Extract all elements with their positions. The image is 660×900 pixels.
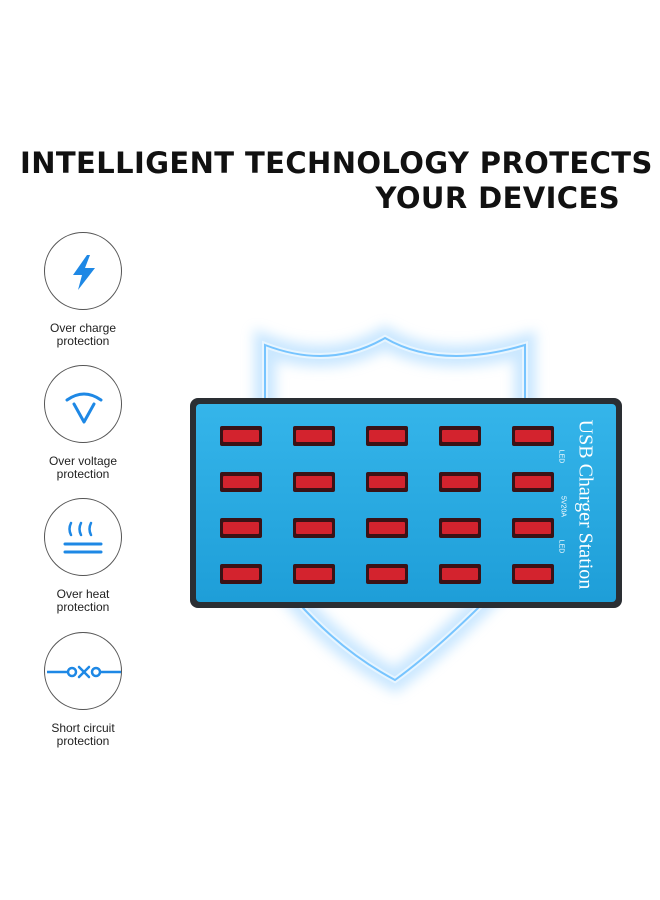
feature-over-voltage: Over voltage protection [38, 365, 128, 481]
usb-port-tongue [369, 568, 405, 580]
feature-circle [44, 365, 122, 443]
feature-short-circuit: Short circuit protection [38, 632, 128, 748]
usb-port-tongue [296, 476, 332, 488]
charger-body [196, 404, 616, 602]
usb-port-tongue [296, 568, 332, 580]
usb-port-tongue [296, 522, 332, 534]
usb-port-tongue [515, 522, 551, 534]
feature-circle [44, 632, 122, 710]
usb-port-tongue [442, 522, 478, 534]
led-label-bottom: LED [557, 539, 565, 554]
brand-text: USB Charger Station [574, 419, 597, 590]
feature-label: Over heat protection [56, 587, 110, 614]
feature-over-charge: Over charge protection [38, 232, 128, 348]
voltage-icon [65, 392, 103, 424]
rating-text: 5V20A [559, 495, 567, 518]
headline-line-2: YOUR DEVICES [375, 181, 620, 215]
usb-port-tongue [442, 430, 478, 442]
usb-ports [220, 426, 554, 584]
usb-port-tongue [223, 476, 259, 488]
led-label-top: LED [557, 449, 565, 464]
feature-label: Over voltage protection [48, 454, 118, 481]
feature-over-heat: Over heat protection [38, 498, 128, 614]
headline-line-1: INTELLIGENT TECHNOLOGY PROTECTS [20, 146, 653, 180]
short-circuit-icon [47, 665, 121, 679]
product-label-area: USB Charger Station 5V20A LED LED [555, 415, 605, 605]
feature-label: Over charge protection [49, 321, 117, 348]
feature-label: Short circuit protection [51, 721, 115, 748]
usb-port-tongue [296, 430, 332, 442]
feature-circle [44, 498, 122, 576]
usb-port-tongue [369, 522, 405, 534]
headline: INTELLIGENT TECHNOLOGY PROTECTS YOUR DEV… [20, 146, 653, 216]
usb-port-tongue [223, 430, 259, 442]
usb-port-tongue [515, 568, 551, 580]
product-image [190, 325, 622, 693]
lightning-icon [73, 255, 95, 290]
usb-port-tongue [369, 476, 405, 488]
usb-port-tongue [223, 568, 259, 580]
usb-port-tongue [515, 430, 551, 442]
usb-port-tongue [515, 476, 551, 488]
heat-icon [63, 521, 103, 554]
usb-port-tongue [442, 476, 478, 488]
usb-port-tongue [223, 522, 259, 534]
feature-circle [44, 232, 122, 310]
usb-port-tongue [369, 430, 405, 442]
usb-port-tongue [442, 568, 478, 580]
